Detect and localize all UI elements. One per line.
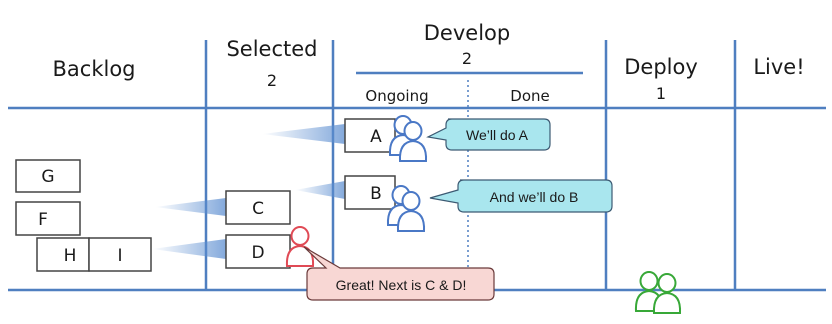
card-b[interactable]: B — [344, 175, 396, 210]
card-d[interactable]: D — [225, 234, 291, 269]
motion-streak-b — [295, 181, 345, 199]
card-h-label: H — [64, 246, 77, 266]
card-d-label: D — [251, 243, 264, 263]
card-g[interactable]: G — [15, 159, 81, 193]
motion-streak-c — [155, 198, 226, 216]
card-f-label: F — [38, 210, 48, 230]
motion-streak-a — [262, 124, 345, 144]
motion-streak-d — [152, 239, 226, 259]
card-f[interactable]: F — [15, 201, 81, 236]
product-owner-person — [285, 226, 315, 267]
card-c[interactable]: C — [225, 190, 291, 225]
card-i-label: I — [117, 246, 122, 266]
column-title-backlog: Backlog — [53, 57, 136, 81]
motion-streaks — [152, 124, 345, 259]
speech-bubble-a-text: We’ll do A — [466, 127, 529, 143]
speech-bubble-product-owner: Great! Next is C & D! — [303, 246, 495, 301]
card-a[interactable]: A — [344, 118, 396, 153]
card-a-label: A — [370, 127, 382, 147]
card-c-label: C — [252, 199, 264, 219]
board-grid — [8, 40, 826, 292]
card-b-label: B — [370, 184, 382, 204]
developer-pair-a — [388, 115, 428, 162]
speech-bubble-b: And we’ll do B — [429, 179, 613, 213]
column-limit-selected: 2 — [267, 71, 277, 90]
column-limit-develop: 2 — [462, 49, 472, 68]
column-title-develop: Develop — [424, 21, 510, 45]
column-limit-deploy: 1 — [656, 84, 666, 103]
column-title-deploy: Deploy — [624, 55, 698, 79]
card-h[interactable]: H — [36, 237, 90, 272]
column-title-selected: Selected — [226, 37, 317, 61]
card-g-label: G — [41, 167, 54, 187]
subcolumn-title-done: Done — [510, 87, 549, 105]
speech-bubble-a: We’ll do A — [426, 118, 551, 151]
subcolumn-title-ongoing: Ongoing — [365, 87, 428, 105]
speech-bubble-b-text: And we’ll do B — [490, 189, 579, 205]
card-i[interactable]: I — [88, 237, 152, 272]
deploy-pair — [634, 271, 682, 314]
developer-pair-b — [386, 185, 426, 232]
column-title-live: Live! — [753, 55, 804, 79]
speech-bubble-product-owner-text: Great! Next is C & D! — [336, 277, 467, 293]
